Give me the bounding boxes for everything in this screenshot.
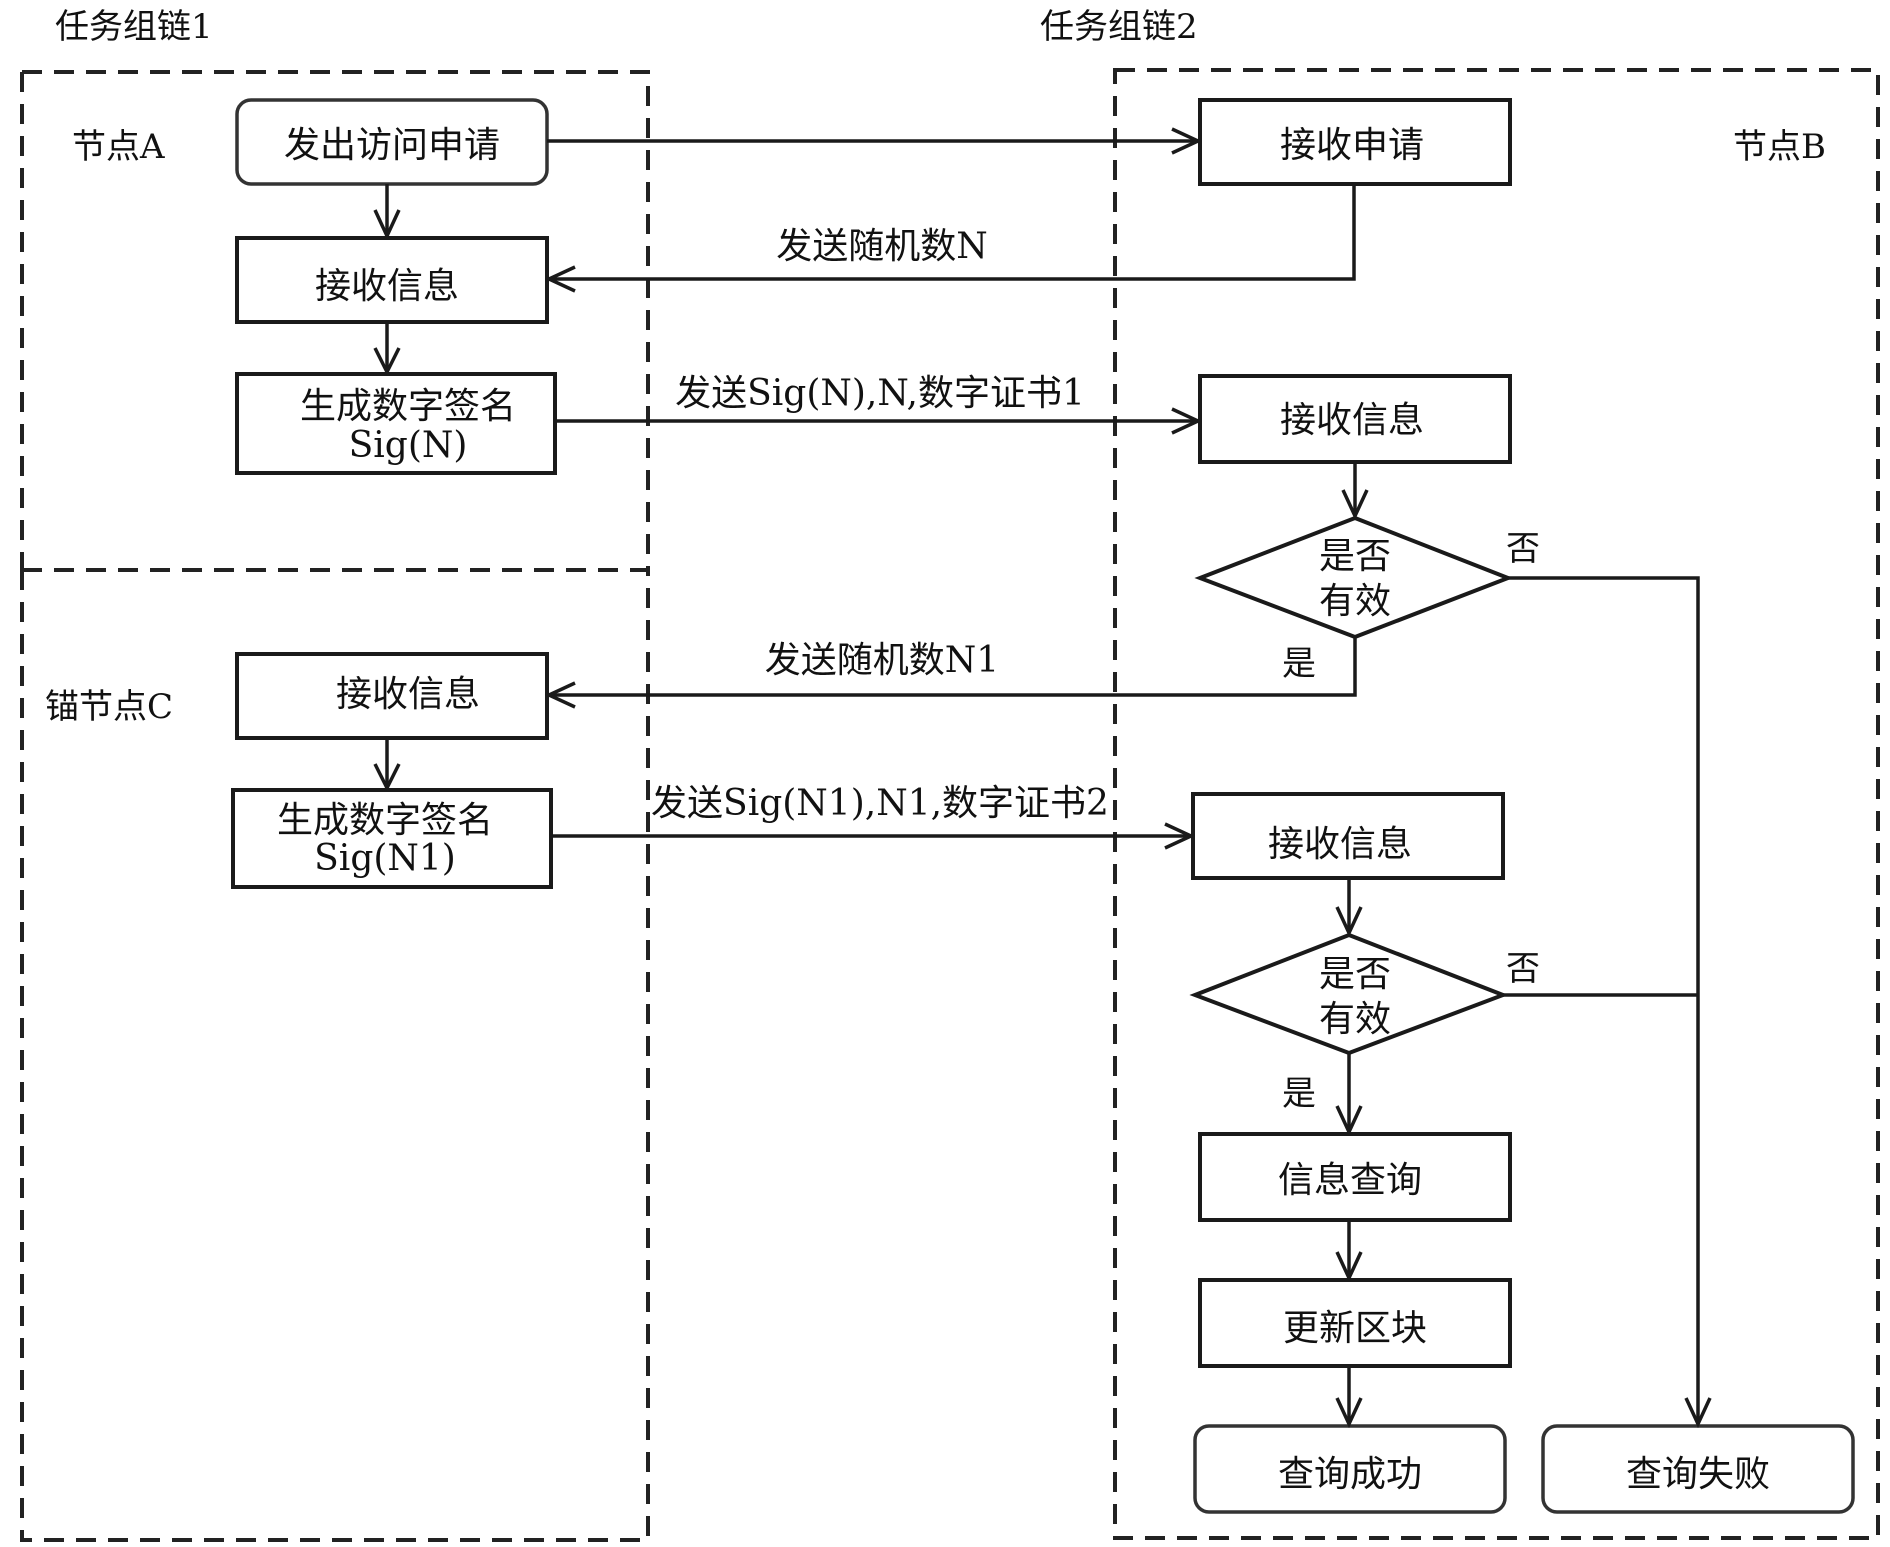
send-sig-n-label: 发送Sig(N),N,数字证书1 xyxy=(675,373,1085,414)
node-a-label: 节点A xyxy=(72,127,165,167)
yes1-label: 是 xyxy=(1282,644,1316,684)
c-sign-node xyxy=(231,788,553,889)
b-fail-label: 查询失败 xyxy=(1626,1454,1770,1495)
arrowhead-left-icon xyxy=(544,681,576,709)
arrowhead-down-icon xyxy=(1684,1397,1712,1429)
b-receive2-label: 接收信息 xyxy=(1268,824,1412,865)
b-valid1-label-2: 有效 xyxy=(1319,581,1391,622)
c-sign-label-1: 生成数字签名 xyxy=(277,800,493,841)
b-receive1-label: 接收信息 xyxy=(1280,400,1424,441)
no1-label: 否 xyxy=(1506,529,1540,569)
b-valid2-label-2: 有效 xyxy=(1319,999,1391,1040)
b-valid1-label-1: 是否 xyxy=(1319,536,1391,577)
b-valid2-label-1: 是否 xyxy=(1319,954,1391,995)
b-update-node xyxy=(1198,1278,1512,1368)
c-receive-label: 接收信息 xyxy=(336,674,480,715)
a-receive-label: 接收信息 xyxy=(315,266,459,307)
send-random-n-label: 发送随机数N xyxy=(776,226,988,267)
c-sign-label-2: Sig(N1) xyxy=(314,838,456,879)
a-sign-node xyxy=(235,372,557,475)
yes2-label: 是 xyxy=(1282,1074,1316,1114)
anchor-c-label: 锚节点C xyxy=(45,687,173,727)
arrowhead-right-icon xyxy=(1171,127,1203,155)
region-node-a-border xyxy=(22,70,650,570)
b-receive2-node xyxy=(1191,792,1505,880)
arrowhead-right-icon xyxy=(1171,407,1203,435)
b-success-label: 查询成功 xyxy=(1278,1454,1422,1495)
node-b-label: 节点B xyxy=(1733,127,1826,167)
a-sign-label-1: 生成数字签名 xyxy=(300,386,516,427)
send-random-n1-label: 发送随机数N1 xyxy=(765,640,999,681)
c-receive-node xyxy=(235,652,549,740)
no2-label: 否 xyxy=(1506,949,1540,989)
a-sign-label-2: Sig(N) xyxy=(349,425,468,466)
arrowhead-down-icon xyxy=(1335,906,1363,938)
arrow-valid1-no-to-fail xyxy=(1508,576,1700,1424)
arrowhead-down-icon xyxy=(373,347,401,376)
b-query-label: 信息查询 xyxy=(1278,1160,1422,1201)
b-update-label: 更新区块 xyxy=(1283,1308,1427,1349)
arrowhead-left-icon xyxy=(544,265,576,293)
send-sig-n1-label: 发送Sig(N1),N1,数字证书2 xyxy=(651,783,1109,824)
arrowhead-down-icon xyxy=(1335,1251,1363,1283)
arrowhead-right-icon xyxy=(1164,822,1196,850)
arrowhead-down-icon xyxy=(1335,1397,1363,1429)
region-node-b-border xyxy=(1113,68,1880,1540)
chain1-title: 任务组链1 xyxy=(55,7,213,47)
b-query-node xyxy=(1198,1132,1512,1222)
arrowhead-down-icon xyxy=(1341,489,1369,521)
arrowhead-down-icon xyxy=(1335,1105,1363,1137)
arrow-random-n1 xyxy=(549,637,1357,697)
arrowhead-down-icon xyxy=(373,209,401,241)
send-request-label: 发出访问申请 xyxy=(284,125,500,166)
arrowhead-down-icon xyxy=(373,763,401,792)
a-receive-node xyxy=(235,236,549,324)
chain2-title: 任务组链2 xyxy=(1040,7,1198,47)
b-accept-label: 接收申请 xyxy=(1280,125,1424,166)
arrow-random-n xyxy=(549,184,1356,281)
region-anchor-c-border xyxy=(20,570,650,1542)
